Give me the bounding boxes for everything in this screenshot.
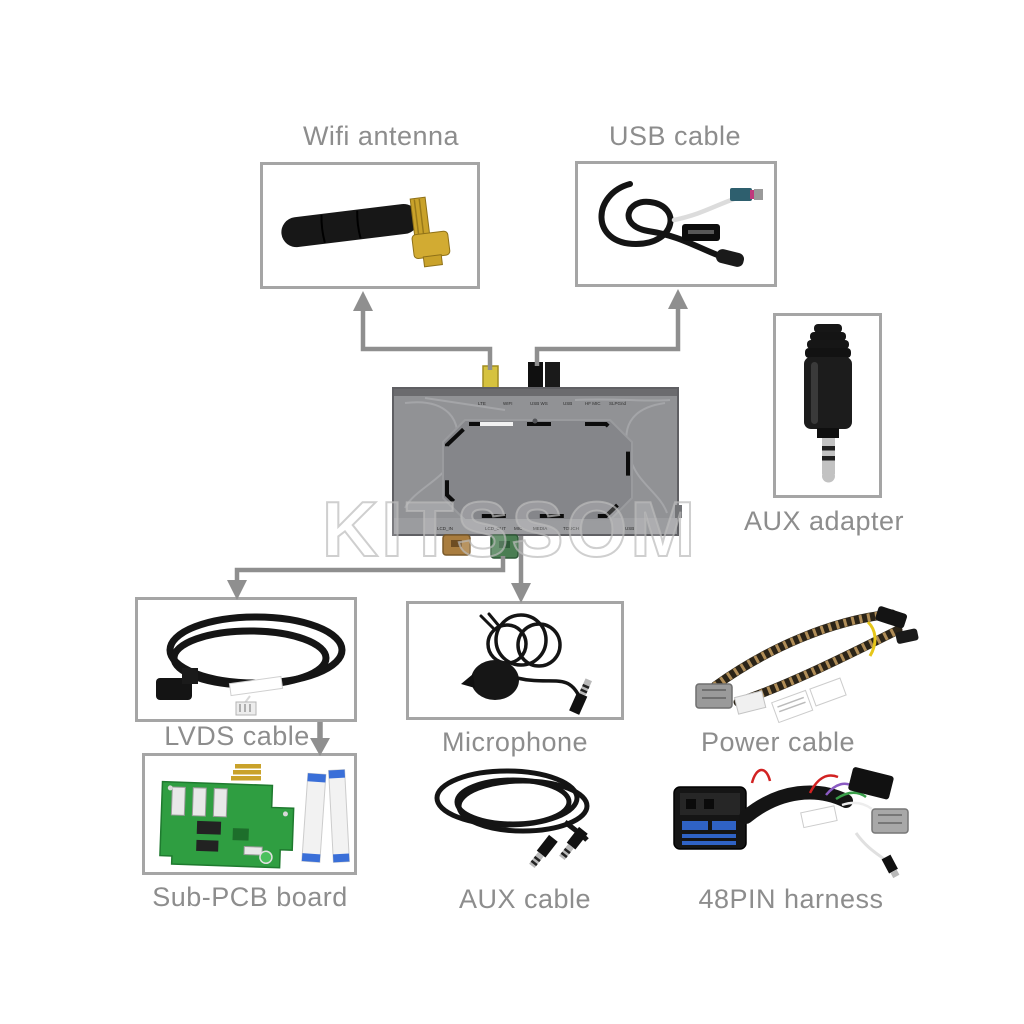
unit-port-label: LTE (478, 401, 486, 406)
power-cable-label: Power cable (700, 727, 856, 757)
pin48-harness-label: 48PIN harness (698, 884, 884, 914)
wifi-antenna-label: Wifi antenna (302, 121, 460, 151)
usb-cable-box (575, 161, 777, 287)
aux-adapter-label: AUX adapter (743, 506, 905, 536)
usb-cable-image (598, 181, 763, 267)
microphone-label: Microphone (441, 727, 589, 757)
usb-cable-label: USB cable (608, 121, 742, 151)
aux-adapter-image (804, 324, 852, 483)
unit-port-label: HF MIC (585, 401, 601, 406)
unit-port-label: TOUCH (563, 526, 579, 531)
power-cable-image (695, 606, 919, 723)
watermark-text: KITSSOM (321, 484, 699, 574)
unit-port-label: MEDIA (533, 526, 547, 531)
aux-cable-image (434, 768, 590, 869)
lvds-cable-label: LVDS cable (164, 721, 310, 751)
sub-pcb-board-label: Sub-PCB board (152, 882, 348, 912)
unit-port-label: MIC (514, 526, 523, 531)
unit-port-label: SLPGnd (609, 401, 627, 406)
unit-port-label: USB (563, 401, 572, 406)
unit-port-label: LCD_OUT (485, 526, 506, 531)
arrow-line-usb (534, 306, 681, 366)
sub-pcb-board-image (159, 764, 350, 869)
usb-port-2 (545, 362, 560, 390)
wifi-antenna-image (281, 196, 451, 268)
lvds-cable-image (156, 613, 346, 716)
main-unit-image: LTE WIFI USB WS USB HF MIC SLPGnd LCD_IN… (392, 362, 682, 559)
wifi-antenna-port (482, 365, 499, 391)
unit-port-label: WIFI (503, 401, 513, 406)
unit-port-label: LCD_IN (437, 526, 453, 531)
pin48-harness-image (673, 767, 909, 879)
microphone-image (461, 612, 592, 715)
arrowhead-wifi (353, 291, 373, 311)
unit-port-label: USB WS (530, 401, 548, 406)
aux-cable-label: AUX cable (458, 884, 592, 914)
unit-port-label: USB (625, 526, 634, 531)
arrowhead-microphone (511, 583, 531, 603)
usb-port-1 (528, 362, 543, 390)
arrowhead-usb (668, 289, 688, 309)
